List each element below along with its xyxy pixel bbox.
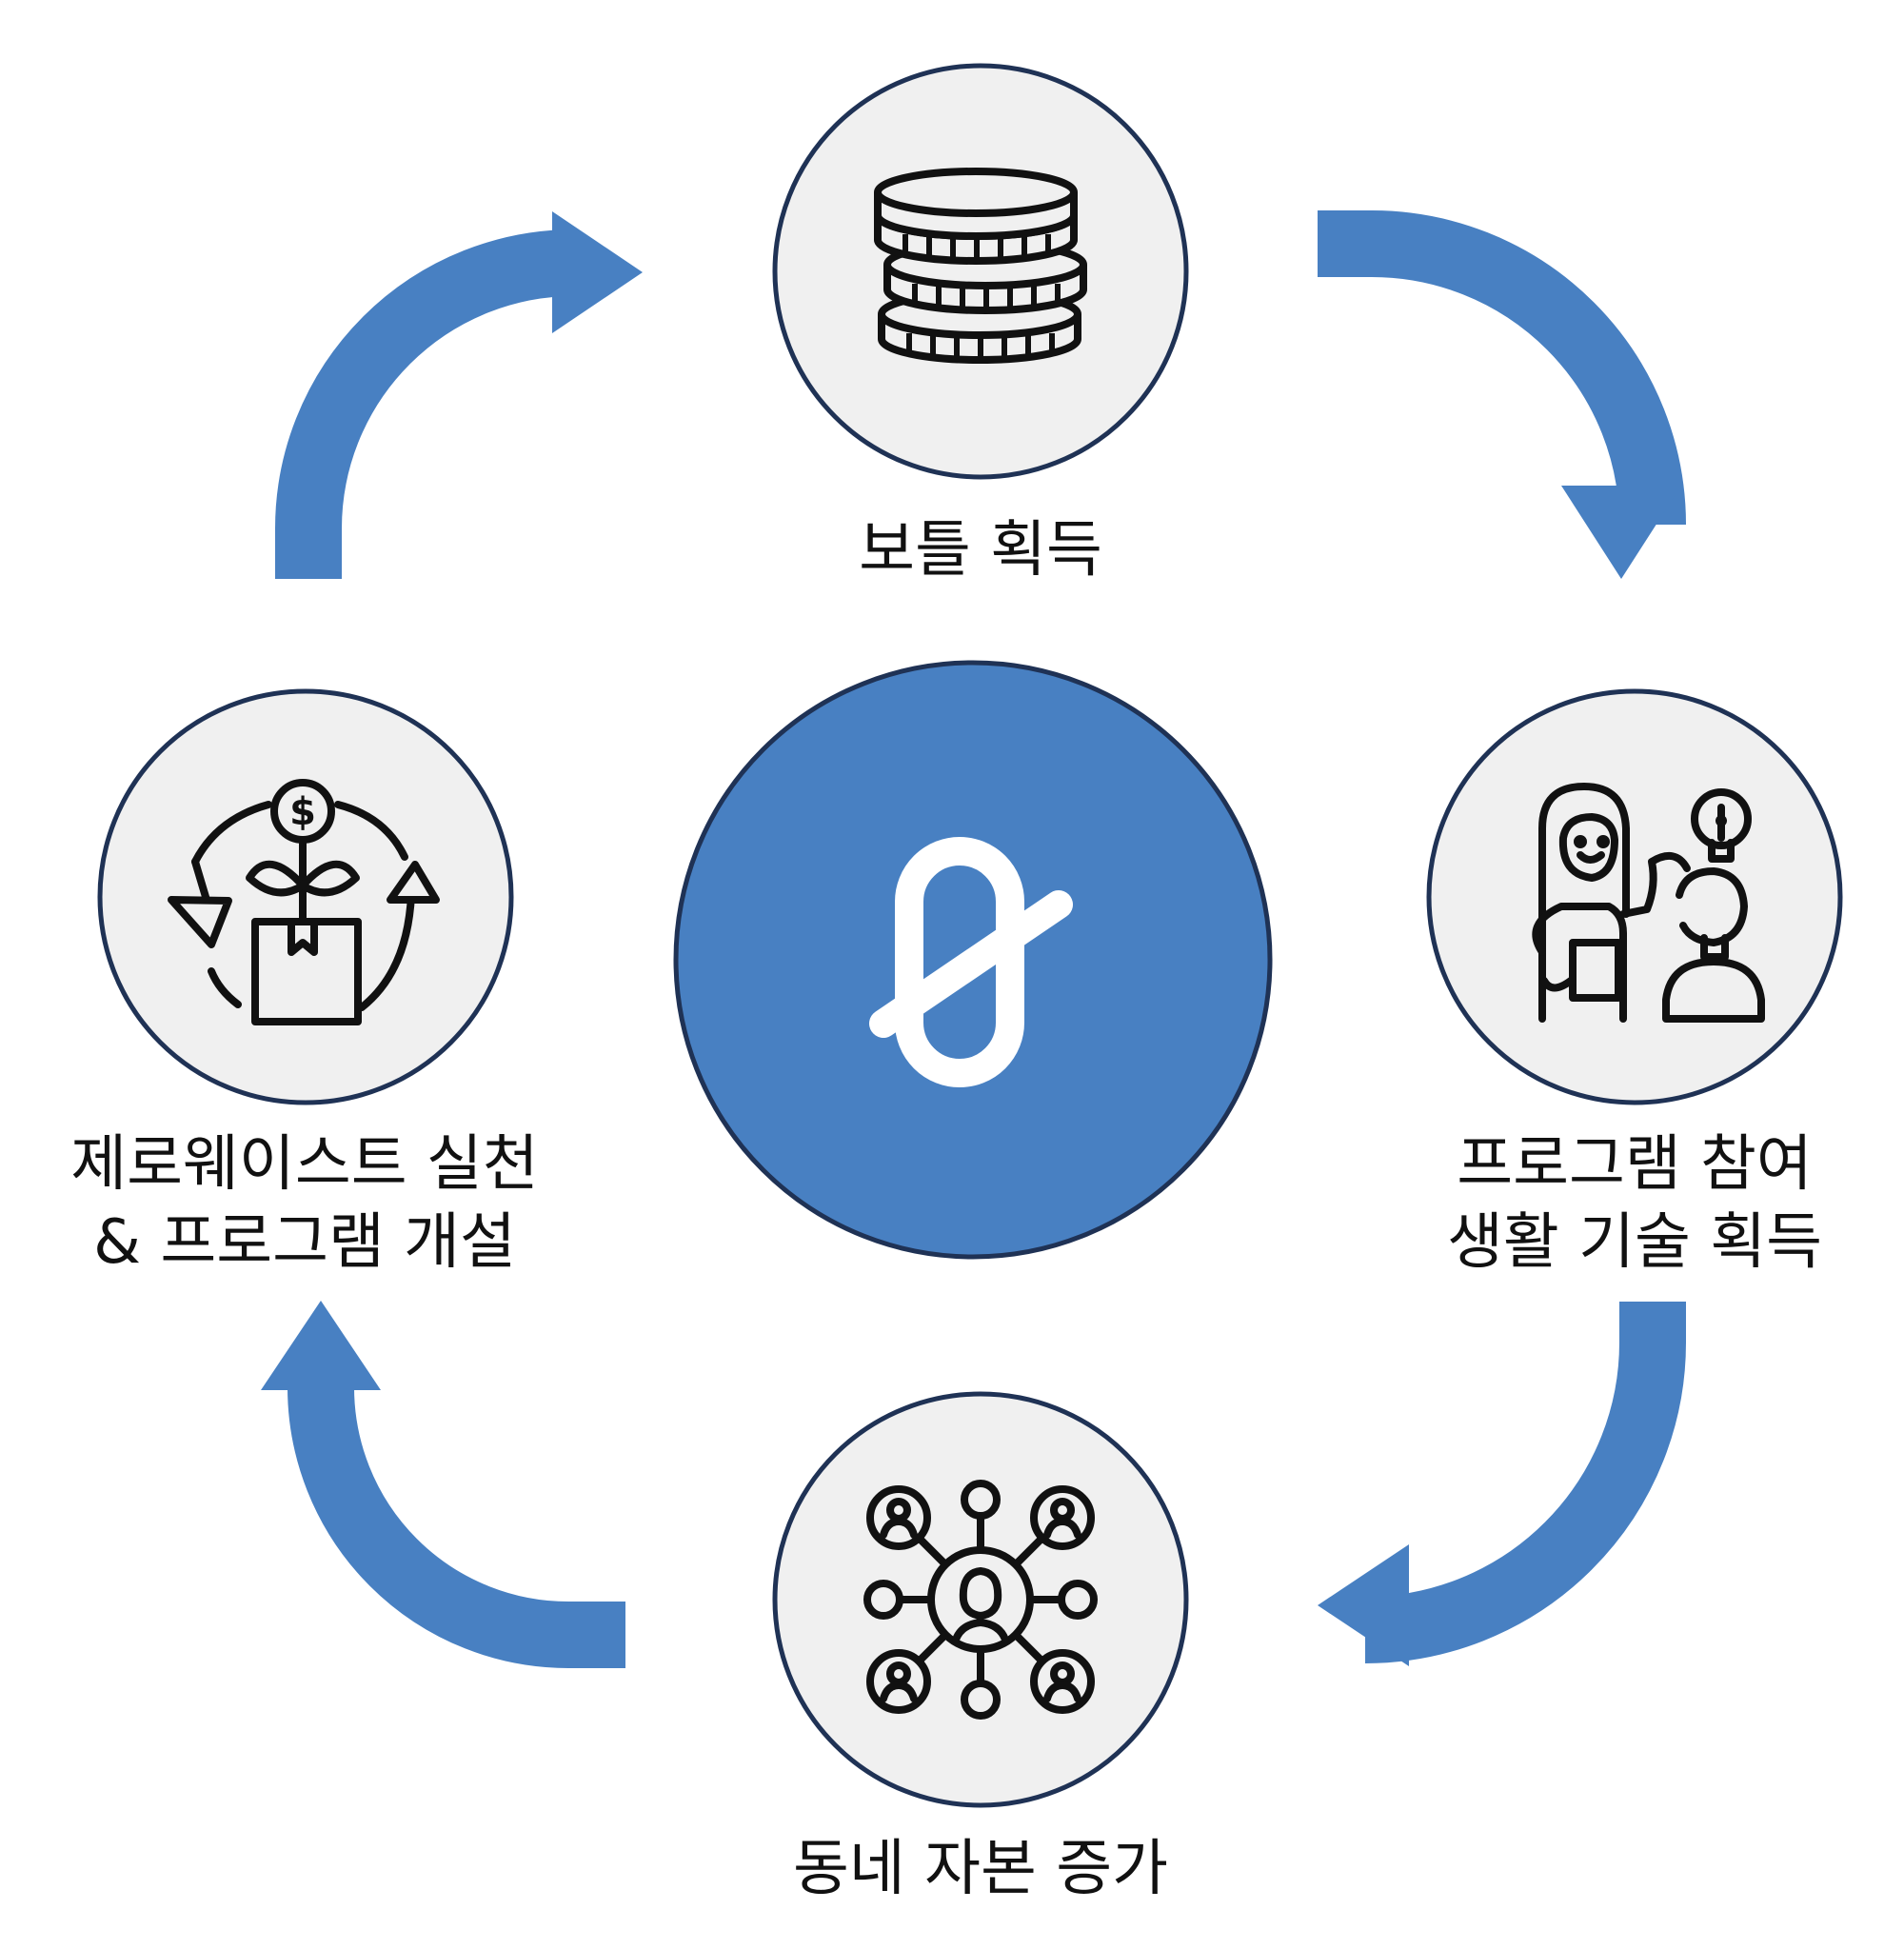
community-network-icon [863,1480,1098,1720]
label-left-line-1: 제로웨이스트 실천 [70,1129,539,1200]
node-left: $ [97,688,514,1105]
arrow-bottom-to-left [261,1301,625,1668]
label-top-line-1: 보틀 획득 [859,515,1102,586]
svg-text:$: $ [289,790,316,834]
label-left-line-2: & 프로그램 개설 [93,1207,516,1278]
arrow-left-to-top [275,211,643,579]
label-right: 프로그램 참여 생활 기술 획득 [1425,1125,1844,1282]
node-right [1426,688,1843,1105]
node-top [772,63,1189,480]
coin-stack-icon [874,168,1087,364]
center-node [673,660,1273,1260]
arrow-top-to-right [1318,210,1686,579]
label-bottom-line-1: 동네 자본 증가 [793,1834,1168,1904]
node-bottom [772,1391,1189,1808]
circular-economy-plant-box-icon: $ [168,779,440,1025]
label-bottom: 동네 자본 증가 [743,1830,1219,1908]
arrow-right-to-bottom [1318,1302,1686,1666]
teacher-student-lightbulb-icon [1532,783,1765,1023]
label-left: 제로웨이스트 실천 & 프로그램 개설 [38,1125,571,1282]
label-right-line-2: 생활 기술 획득 [1447,1207,1822,1278]
label-right-line-1: 프로그램 참여 [1457,1129,1813,1200]
zero-waste-logo-icon [869,837,1073,1087]
label-top: 보틀 획득 [790,511,1171,589]
